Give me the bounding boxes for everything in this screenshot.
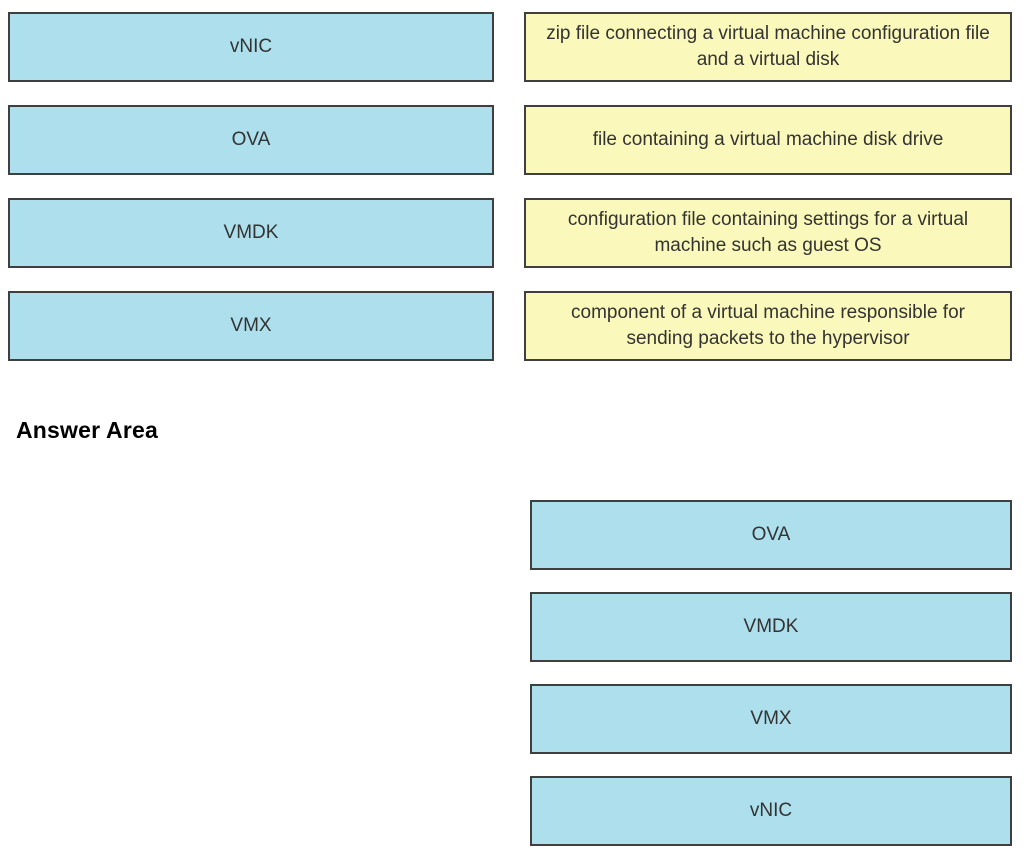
definition-box-zip-file: zip file connecting a virtual machine co… — [524, 12, 1012, 82]
answer-label: VMX — [750, 708, 792, 730]
definition-text: component of a virtual machine responsib… — [571, 302, 965, 349]
term-label: vNIC — [229, 36, 273, 58]
definition-text: file containing a virtual machine disk d… — [592, 129, 944, 151]
answer-box-vnic[interactable]: vNIC — [530, 776, 1012, 846]
definition-box-packet-component: component of a virtual machine responsib… — [524, 291, 1012, 361]
answer-box-vmx[interactable]: VMX — [530, 684, 1012, 754]
term-label: VMX — [230, 315, 272, 337]
definition-box-configuration-file: configuration file containing settings f… — [524, 198, 1012, 268]
answer-box-ova[interactable]: OVA — [530, 500, 1012, 570]
definition-text: zip file connecting a virtual machine co… — [546, 23, 990, 70]
answer-label: VMDK — [743, 616, 799, 638]
answer-area-heading: Answer Area — [16, 417, 158, 443]
answer-label: OVA — [751, 524, 791, 546]
term-box-vmx[interactable]: VMX — [8, 291, 494, 361]
answer-box-vmdk[interactable]: VMDK — [530, 592, 1012, 662]
term-box-ova[interactable]: OVA — [8, 105, 494, 175]
answer-label: vNIC — [749, 800, 793, 822]
definition-text: configuration file containing settings f… — [567, 209, 969, 256]
term-box-vnic[interactable]: vNIC — [8, 12, 494, 82]
definition-box-disk-drive: file containing a virtual machine disk d… — [524, 105, 1012, 175]
term-box-vmdk[interactable]: VMDK — [8, 198, 494, 268]
term-label: OVA — [231, 129, 271, 151]
term-label: VMDK — [223, 222, 279, 244]
